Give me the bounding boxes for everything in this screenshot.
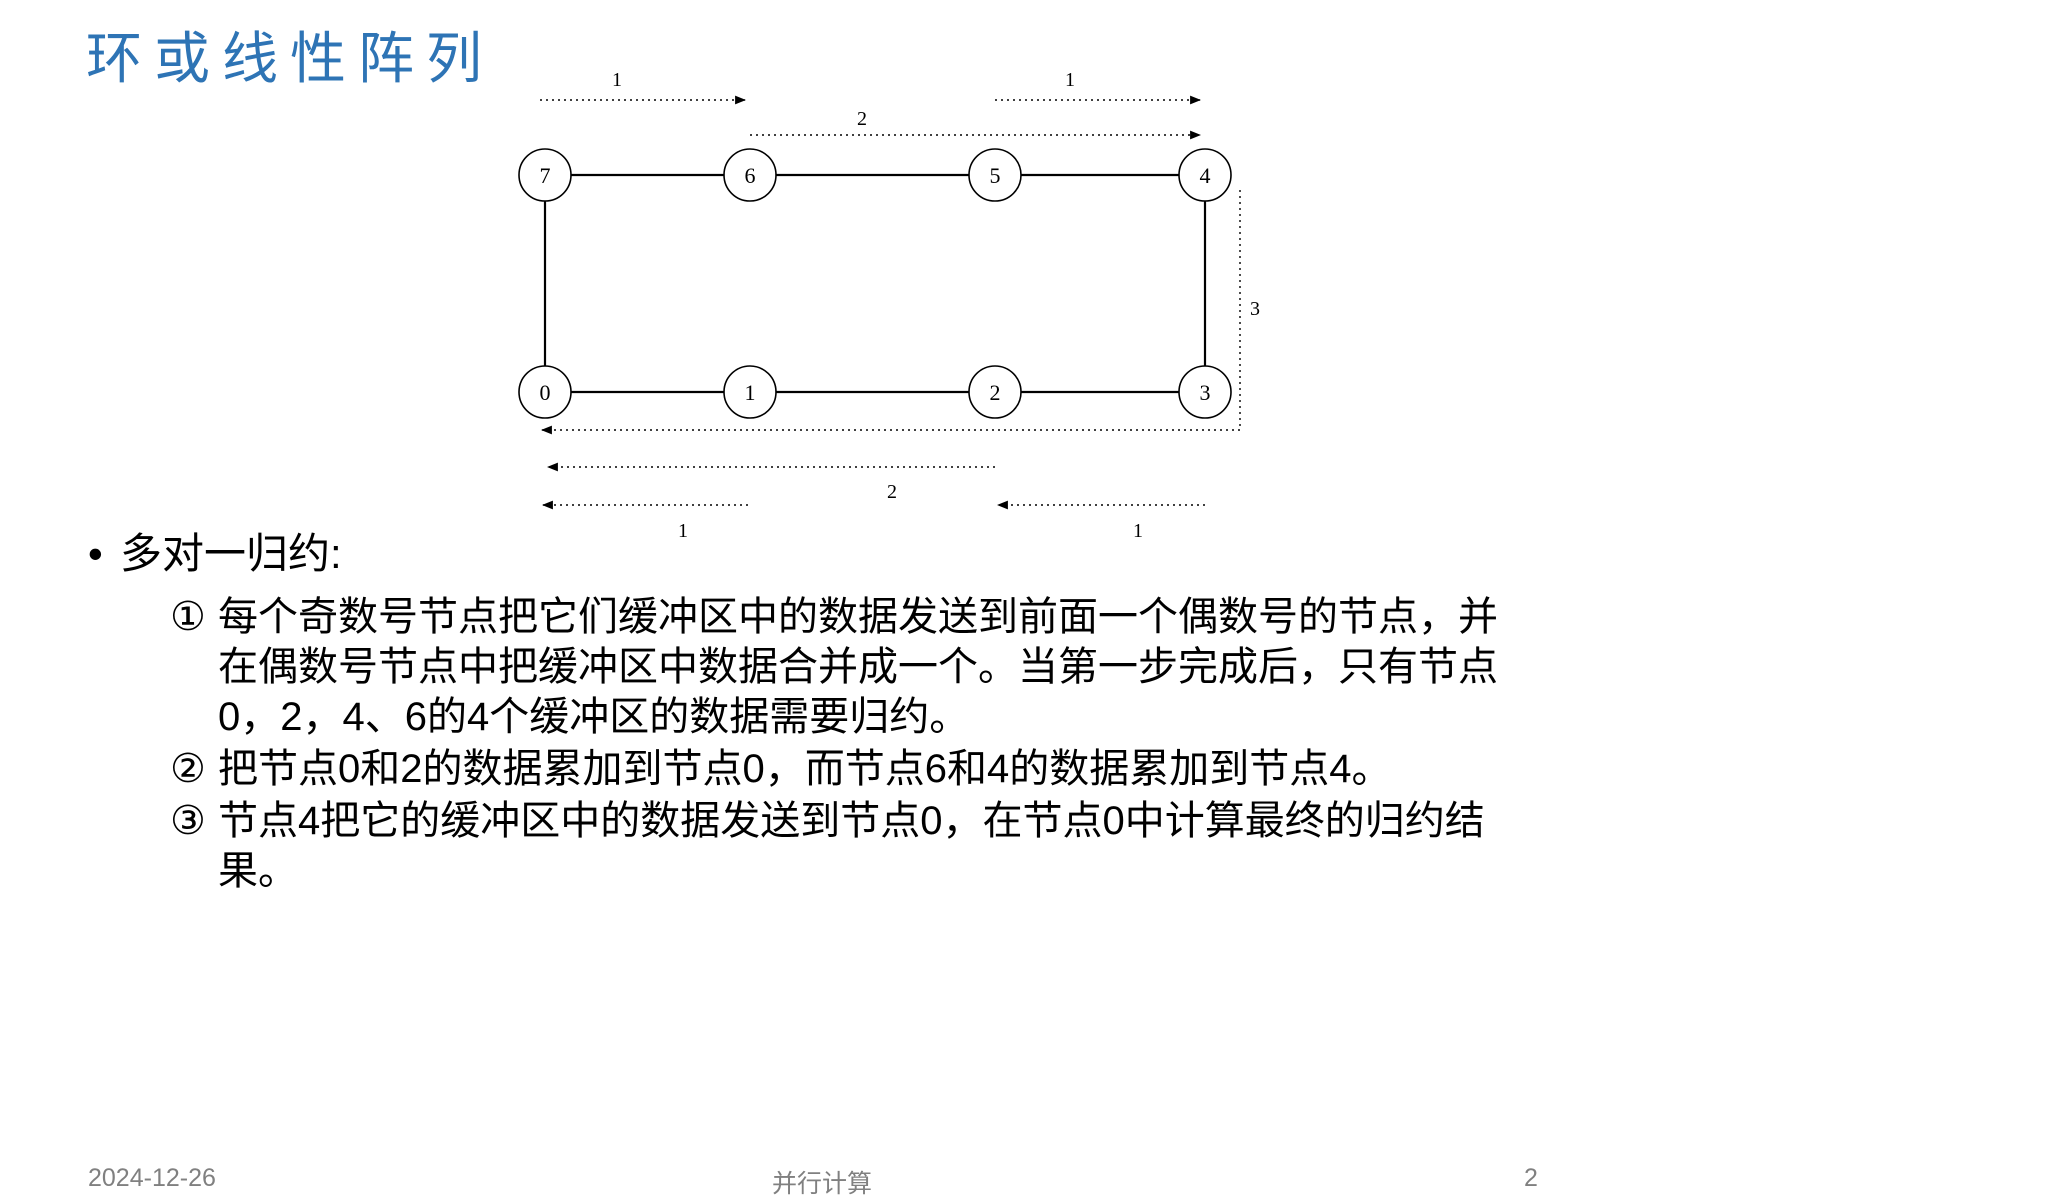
node-label: 5	[990, 163, 1001, 188]
step-item-1: ① 每个奇数号节点把它们缓冲区中的数据发送到前面一个偶数号的节点，并在偶数号节点…	[170, 592, 1518, 742]
node-circle-7	[518, 148, 572, 202]
bullet-text: 多对一归约:	[120, 530, 342, 577]
node-circle-0	[518, 365, 572, 419]
node-label: 1	[745, 380, 756, 405]
circled-number-3: ③	[170, 799, 206, 843]
bullet-marker: •	[88, 530, 103, 577]
page-title: 环或线性阵列	[86, 27, 494, 90]
step-text-1: 每个奇数号节点把它们缓冲区中的数据发送到前面一个偶数号的节点，并在偶数号节点中把…	[218, 595, 1498, 739]
step-label: 1	[678, 520, 688, 542]
arrow-step3-4to0	[540, 190, 1241, 435]
node-circle-3	[1178, 365, 1232, 419]
step-label: 1	[1133, 520, 1143, 542]
step-text-3: 节点4把它的缓冲区中的数据发送到节点0，在节点0中计算最终的归约结果。	[218, 799, 1485, 893]
circled-number-1: ①	[170, 595, 206, 639]
circled-number-2: ②	[170, 747, 206, 791]
footer-date: 2024-12-26	[88, 1164, 216, 1192]
step-text-2: 把节点0和2的数据累加到节点0，而节点6和4的数据累加到节点4。	[218, 747, 1392, 791]
ring-array-diagram: 1 1 2 3 2 1 1 7 6 5 4 0 1 2 3	[490, 50, 1290, 545]
node-circle-6	[723, 148, 777, 202]
node-label: 3	[1200, 380, 1211, 405]
diagram-svg: 1 1 2 3 2 1 1 7 6 5 4 0 1 2 3	[518, 69, 1260, 542]
footer-page-number: 2	[1524, 1164, 1538, 1192]
node-label: 7	[540, 163, 551, 188]
node-label: 4	[1200, 163, 1211, 188]
node-circle-1	[723, 365, 777, 419]
node-circle-2	[968, 365, 1022, 419]
node-circle-5	[968, 148, 1022, 202]
footer-course-name: 并行计算	[772, 1170, 873, 1198]
steps-list: ① 每个奇数号节点把它们缓冲区中的数据发送到前面一个偶数号的节点，并在偶数号节点…	[170, 592, 1518, 896]
step-label: 2	[887, 481, 897, 503]
bullet-item: • 多对一归约:	[88, 528, 1518, 580]
step-label: 2	[857, 108, 867, 130]
step-label: 1	[612, 69, 622, 91]
body-text: • 多对一归约: ① 每个奇数号节点把它们缓冲区中的数据发送到前面一个偶数号的节…	[88, 528, 1518, 898]
node-circle-4	[1178, 148, 1232, 202]
step-label: 3	[1250, 298, 1260, 320]
node-label: 2	[990, 380, 1001, 405]
step-item-2: ② 把节点0和2的数据累加到节点0，而节点6和4的数据累加到节点4。	[170, 744, 1518, 794]
step-item-3: ③ 节点4把它的缓冲区中的数据发送到节点0，在节点0中计算最终的归约结果。	[170, 796, 1518, 896]
node-label: 6	[745, 163, 756, 188]
node-label: 0	[540, 380, 551, 405]
step-label: 1	[1065, 69, 1075, 91]
